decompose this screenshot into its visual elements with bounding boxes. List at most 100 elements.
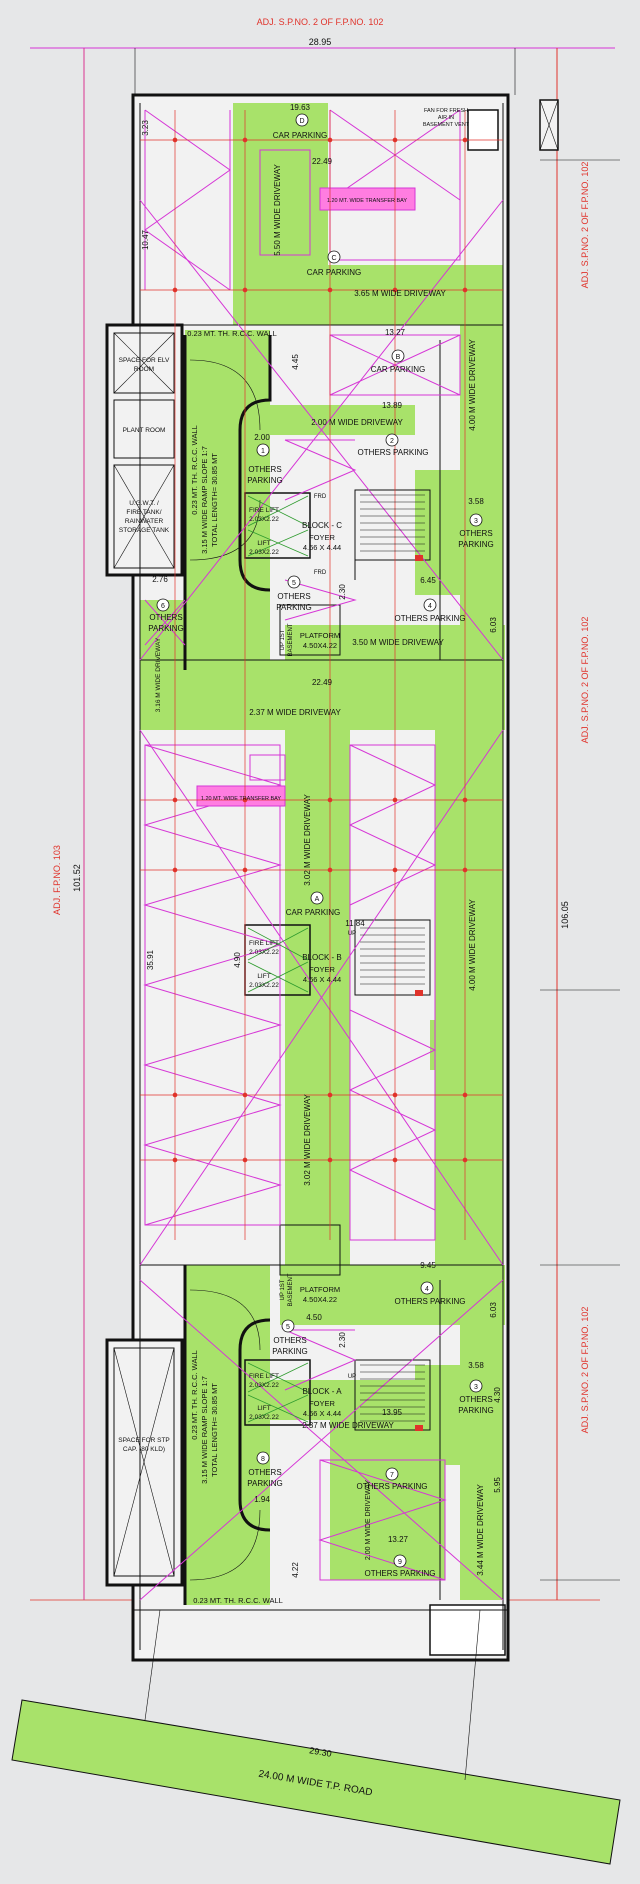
- road: [11, 1609, 621, 1865]
- lift-a-size: 2.03X2.22: [249, 1414, 279, 1421]
- others-2: OTHERS PARKING: [358, 448, 429, 457]
- dim-6-03-a: 6.03: [489, 617, 498, 633]
- stp-1: SPACE FOR STP: [118, 1437, 170, 1444]
- block-c: BLOCK - C: [302, 521, 342, 530]
- others-3a-2: PARKING: [458, 540, 493, 549]
- dim-19-63: 19.63: [290, 103, 311, 112]
- circle-3b: 3: [474, 1384, 478, 1391]
- dim-3-23: 3.23: [141, 120, 150, 136]
- adj-label-right-c: ADJ. S.P.NO. 2 OF F.P.NO. 102: [580, 1307, 590, 1434]
- car-parking-d: CAR PARKING: [273, 131, 328, 140]
- driveway-2-00-top: 2.00 M WIDE DRIVEWAY: [311, 418, 403, 427]
- circle-4a: 4: [428, 603, 432, 610]
- dim-13-27-b: 13.27: [388, 1535, 409, 1544]
- others-5a-1: OTHERS: [277, 592, 310, 601]
- others-7: OTHERS PARKING: [357, 1482, 428, 1491]
- foyer-a-size: 4.66 X 4.44: [303, 1409, 341, 1418]
- up-basement-a1: UP 1ST: [280, 1279, 286, 1300]
- wall-bot-side: 0.23 MT. TH. R.C.C. WALL: [190, 1350, 199, 1440]
- wall-bottom: 0.23 MT. TH. R.C.C. WALL: [193, 1596, 283, 1605]
- dim-10-47: 10.47: [141, 229, 150, 250]
- lift-cores: [247, 495, 309, 1423]
- car-parking-c: CAR PARKING: [307, 268, 362, 277]
- dim-4-30: 4.30: [493, 1387, 502, 1403]
- circle-2: 2: [390, 438, 394, 445]
- column-grid: [140, 110, 503, 1240]
- ugwt-2: FIRE TANK/: [126, 509, 161, 516]
- dim-3-58-a: 3.58: [468, 497, 484, 506]
- lift-c-size: 2.03X2.22: [249, 549, 279, 556]
- driveway-3-02-a: 3.02 M WIDE DRIVEWAY: [303, 794, 312, 886]
- dim-3-58-b: 3.58: [468, 1361, 484, 1370]
- dim-top-width: 28.95: [309, 37, 332, 47]
- others-3b-1: OTHERS: [459, 1395, 492, 1404]
- others-5b-2: PARKING: [272, 1347, 307, 1356]
- lift-b: LIFT: [257, 973, 270, 980]
- plot-boundary-lines: [30, 47, 620, 1601]
- foyer-b-size: 4.66 X 4.44: [303, 975, 341, 984]
- fire-lift-b: FIRE LIFT: [249, 940, 279, 947]
- circle-1: 1: [261, 448, 265, 455]
- dim-13-89: 13.89: [382, 401, 403, 410]
- fire-extinguishers: [415, 555, 423, 1431]
- dim-9-45: 9.45: [420, 1261, 436, 1270]
- dim-4-45: 4.45: [291, 354, 300, 370]
- ugwt-3: RAINWATER: [125, 518, 164, 525]
- transfer-bay-top: 1.20 MT. WIDE TRANSFER BAY: [327, 198, 408, 204]
- others-3a-1: OTHERS: [459, 529, 492, 538]
- up-basement-c2: BASEMENT: [288, 623, 294, 656]
- dim-4-22: 4.22: [291, 1562, 300, 1578]
- block-b: BLOCK - B: [302, 953, 342, 962]
- foyer-a: FOYER: [309, 1399, 335, 1408]
- ramp-structures: [183, 335, 272, 1605]
- adj-label-left: ADJ. F.P.NO. 103: [52, 845, 62, 915]
- dim-11-84: 11.84: [345, 919, 365, 928]
- frd-c2: FRD: [314, 570, 327, 576]
- fire-lift-b-size: 2.03X2.22: [249, 949, 279, 956]
- fire-lift-c-size: 2.03X2.22: [249, 516, 279, 523]
- up-a: UP: [348, 1374, 356, 1380]
- others-1a: OTHERS: [248, 465, 281, 474]
- dim-13-95: 13.95: [382, 1408, 403, 1417]
- circle-5b: 5: [286, 1324, 290, 1331]
- block-a: BLOCK - A: [302, 1387, 342, 1396]
- circle-c: C: [331, 255, 336, 262]
- driveway-2-37-bot: 2.37 M WIDE DRIVEWAY: [302, 1421, 394, 1430]
- driveway-2-37-top: 2.37 M WIDE DRIVEWAY: [249, 708, 341, 717]
- fire-lift-c: FIRE LIFT: [249, 507, 279, 514]
- platform-a-size: 4.50X4.22: [303, 1295, 337, 1304]
- circle-6: 6: [161, 603, 165, 610]
- foyer-c-size: 4.66 X 4.44: [303, 543, 341, 552]
- others-4a: OTHERS PARKING: [395, 614, 466, 623]
- driveway-3-16: 3.16 M WIDE DRIVEWAY: [155, 637, 162, 712]
- driveway-3-44: 3.44 M WIDE DRIVEWAY: [476, 1484, 485, 1576]
- fire-lift-a: FIRE LIFT: [249, 1373, 279, 1380]
- adj-label-right-b: ADJ. S.P.NO. 2 OF F.P.NO. 102: [580, 617, 590, 744]
- circle-4b: 4: [425, 1286, 429, 1293]
- up-basement-c1: UP 1ST: [280, 629, 286, 650]
- stair-symbols: [360, 494, 425, 1422]
- ramp-top-1: 3.15 M WIDE RAMP SLOPE 1:7: [200, 446, 209, 554]
- fresh-air-2: AIR IN: [438, 115, 454, 121]
- dim-5-95: 5.95: [493, 1477, 502, 1493]
- dim-22-49-a: 22.49: [312, 157, 333, 166]
- dim-2-76: 2.76: [152, 575, 168, 584]
- adj-label-top: ADJ. S.P.NO. 2 OF F.P.NO. 102: [257, 17, 384, 27]
- stp-2: CAP. (80 KLD): [123, 1446, 165, 1453]
- car-parking-a: CAR PARKING: [286, 908, 341, 917]
- side-rooms: [105, 99, 559, 1656]
- others-4b: OTHERS PARKING: [395, 1297, 466, 1306]
- driveway-4-00-top: 4.00 M WIDE DRIVEWAY: [468, 339, 477, 431]
- elv-room-1: SPACE FOR ELV: [119, 357, 170, 364]
- platform-c-size: 4.50X4.22: [303, 641, 337, 650]
- others-6-1: OTHERS: [149, 613, 182, 622]
- ugwt-4: STORAGE TANK: [119, 527, 170, 534]
- ramp-top-2: TOTAL LENGTH= 30.85 MT: [210, 453, 219, 547]
- others-8-2: PARKING: [247, 1479, 282, 1488]
- circle-7: 7: [390, 1472, 394, 1479]
- circle-8: 8: [261, 1456, 265, 1463]
- wall-top-side: 0.23 MT. TH. R.C.C. WALL: [190, 425, 199, 515]
- ramp-bot-2: TOTAL LENGTH= 30.85 MT: [210, 1383, 219, 1477]
- up-b: UP: [348, 931, 356, 937]
- platform-a: PLATFORM: [300, 1285, 340, 1294]
